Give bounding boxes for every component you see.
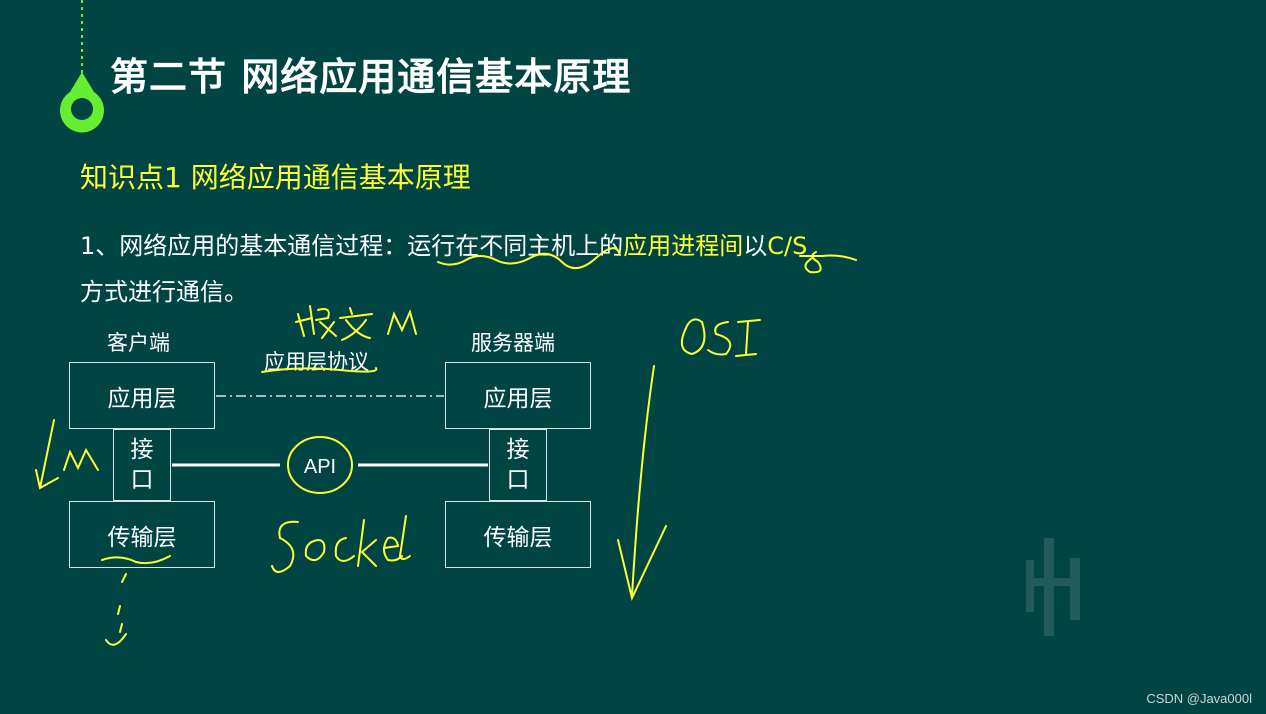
server-interface: 接 口	[489, 429, 547, 501]
left-down-arrow	[35, 419, 59, 490]
client-label: 客户端	[107, 331, 170, 355]
down-arrow-head	[105, 633, 127, 646]
socket-c	[334, 537, 355, 562]
osi-s	[707, 321, 732, 356]
client-interface: 接 口	[113, 429, 171, 501]
logo-icon	[1026, 538, 1080, 636]
osi-down-arrow	[617, 365, 667, 601]
body-line-1: 1、网络应用的基本通信过程：运行在不同主机上的应用进程间以C/S	[80, 226, 807, 261]
transport-underline	[101, 555, 171, 565]
client-app-layer: 应用层	[69, 362, 215, 429]
watermark: CSDN @Java000l	[1146, 691, 1252, 706]
baowen-char-1	[295, 305, 337, 339]
api-label: API	[304, 456, 336, 478]
socket-t	[398, 515, 411, 560]
server-iface-char-2: 口	[506, 467, 530, 493]
line1-prefix: 1、网络应用的基本通信过程：	[80, 232, 408, 260]
server-label: 服务器端	[471, 331, 555, 355]
socket-s	[271, 520, 299, 573]
socket-e	[383, 536, 403, 562]
client-transport-layer: 传输层	[69, 501, 215, 568]
line1-highlight: 应用进程间	[623, 232, 744, 260]
line1-part2: 运行在不同主机上的	[407, 232, 624, 260]
pin-icon	[60, 72, 105, 133]
line1-part3: 以	[743, 232, 768, 260]
cs-underline	[799, 254, 857, 261]
baowen-char-2	[339, 307, 373, 341]
server-app-layer: 应用层	[445, 362, 591, 429]
dashed-down-arrow	[117, 573, 127, 633]
left-m-mark	[63, 447, 99, 471]
socket-k	[357, 519, 377, 567]
server-iface-char-1: 接	[506, 437, 530, 463]
osi-i	[735, 319, 761, 357]
body-line-2: 方式进行通信。	[80, 278, 248, 306]
client-iface-char-1: 接	[130, 437, 154, 463]
client-iface-char-2: 口	[130, 467, 154, 493]
section-subtitle: 知识点1 网络应用通信基本原理	[80, 161, 471, 194]
api-circle	[287, 436, 353, 494]
protocol-underline	[261, 367, 378, 373]
underline-wave	[437, 247, 621, 269]
page-title: 第二节 网络应用通信基本原理	[110, 55, 632, 99]
socket-o	[304, 539, 326, 562]
osi-o	[681, 318, 706, 356]
handwriting-layer	[35, 247, 857, 646]
server-transport-layer: 传输层	[445, 501, 591, 568]
cs-note-mark	[804, 251, 822, 274]
baowen-m	[387, 309, 417, 335]
